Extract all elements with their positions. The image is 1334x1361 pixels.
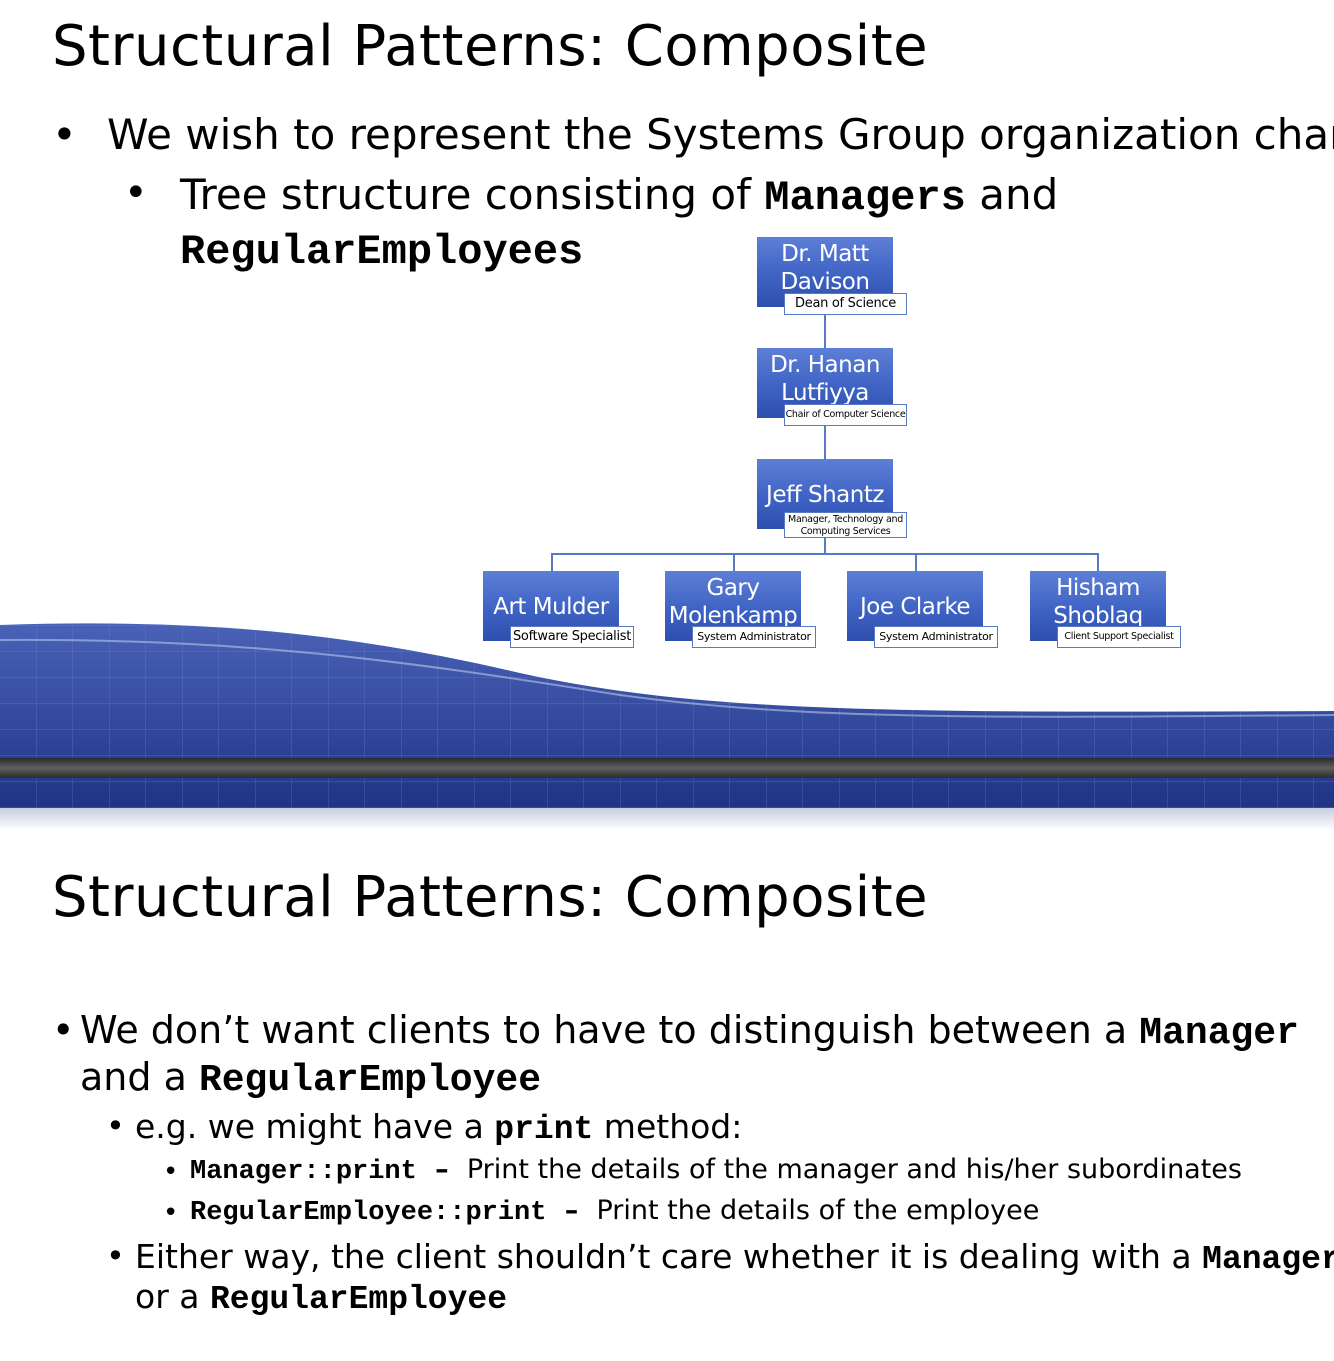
connector-line [824,537,826,554]
org-role-staff: System Administrator [692,626,816,648]
connector-line [551,553,553,571]
code-employee-print: RegularEmployee::print [190,1198,547,1228]
bullet-tree-structure: Tree structure consisting of Managers an… [180,170,1058,222]
org-node-staff: Joe Clarke [847,571,983,641]
code-manager-print: Manager::print [190,1157,417,1187]
decorative-wave-band [0,617,1334,830]
bullet-distinguish-cont: and a RegularEmployee [80,1055,541,1102]
bullet-dot: • [106,1107,125,1145]
org-role-manager: Manager, Technology and Computing Servic… [784,512,907,538]
slide-1: Structural Patterns: Composite • We wish… [0,14,1334,830]
bullet-either-way-cont: or a RegularEmployee [135,1277,507,1318]
code-regular-employee: RegularEmployee [198,1059,541,1102]
slide-2: Structural Patterns: Composite [0,830,1334,1361]
bullet-text: and a [80,1055,199,1099]
bullet-text: We don’t want clients to have to disting… [80,1008,1140,1052]
bullet-manager-print: Manager::print–Print the details of the … [190,1154,1242,1187]
connector-line [824,315,826,348]
org-role-staff: System Administrator [874,626,998,648]
connector-line [1097,553,1099,571]
bullet-text: e.g. we might have a [135,1107,495,1146]
connector-line [551,553,1099,555]
bullet-text: Tree structure consisting of [180,170,765,219]
bullet-dot: • [124,170,148,216]
bullet-text: Either way, the client shouldn’t care wh… [135,1237,1203,1276]
bullet-text: method: [593,1107,743,1146]
org-role-chair: Chair of Computer Science [784,404,907,426]
bullet-dot: • [52,1008,75,1052]
code-regular-employees: RegularEmployees [180,228,584,276]
bullet-print-method: e.g. we might have a print method: [135,1107,742,1148]
bullet-dot: • [52,110,77,159]
slide-2-title: Structural Patterns: Composite [52,865,929,930]
org-role-staff: Software Specialist [510,626,634,648]
bullet-dot: • [163,1157,179,1187]
bullet-text: Print the details of the employee [596,1195,1040,1226]
bullet-org-chart: We wish to represent the Systems Group o… [107,110,1334,159]
connector-line [915,553,917,571]
org-role-staff: Client Support Specialist [1057,626,1181,648]
connector-line [824,426,826,459]
code-regular-employee: RegularEmployee [209,1281,508,1318]
bullet-text: or a [135,1277,210,1316]
dash: – [435,1154,449,1185]
bullet-distinguish: We don’t want clients to have to disting… [80,1008,1299,1055]
slide-1-title: Structural Patterns: Composite [52,14,929,79]
code-manager: Manager [1139,1012,1299,1055]
bullet-text: Print the details of the manager and his… [466,1154,1242,1185]
org-node-staff: Hisham Shoblaq [1030,571,1166,641]
bullet-dot: • [163,1198,179,1228]
code-manager: Manager [1202,1241,1334,1278]
org-role-dean: Dean of Science [784,293,907,315]
code-managers: Managers [764,174,966,222]
dash: – [564,1195,579,1226]
bullet-employee-print: RegularEmployee::print–Print the details… [190,1195,1039,1228]
code-print: print [494,1111,594,1148]
bullet-either-way: Either way, the client shouldn’t care wh… [135,1237,1334,1278]
bullet-text: and [965,170,1059,219]
connector-line [733,553,735,571]
bullet-dot: • [106,1237,125,1275]
